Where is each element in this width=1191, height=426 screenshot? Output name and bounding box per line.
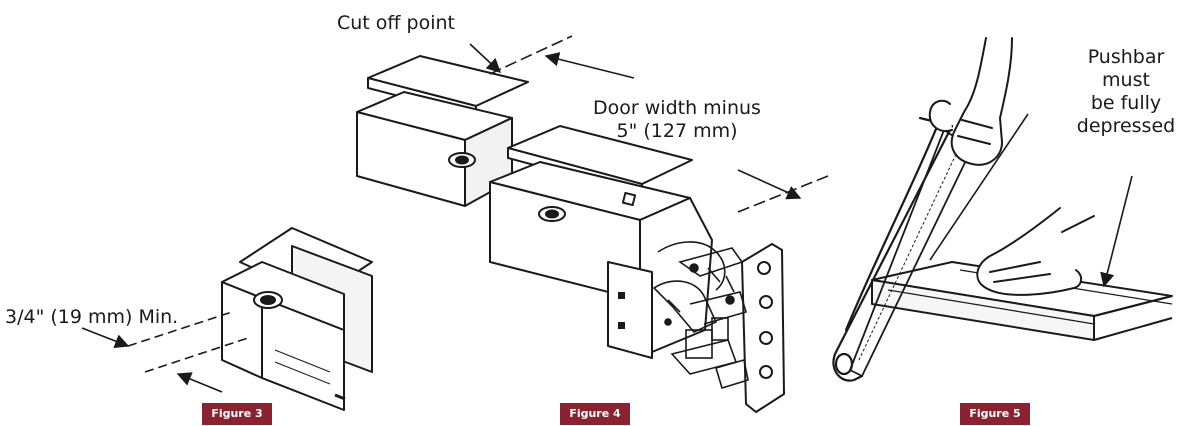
pushbar-note-line1: Pushbar — [1087, 46, 1165, 68]
door-width-label: Door width minus 5" (127 mm) — [586, 97, 768, 143]
figure-4-linkage-detail — [652, 241, 749, 390]
figure-4-mechanism — [489, 125, 785, 413]
pushbar-note-line2: must — [1102, 69, 1150, 91]
pushbar-note-line3: be fully — [1090, 92, 1162, 114]
figure-4-dimension — [469, 35, 829, 213]
figure-5-leaders — [929, 113, 1133, 288]
figure-5-hands — [928, 37, 1095, 296]
pushbar-note-line4: depressed — [1076, 115, 1176, 137]
figure-5-hacksaw — [832, 116, 973, 382]
figure-3-caption: Figure 3 — [202, 403, 272, 425]
pushbar-note: Pushbar must be fully depressed — [1066, 46, 1186, 138]
min-cut-dimension-label: 3/4" (19 mm) Min. — [5, 306, 179, 328]
figure-4-caption: Figure 4 — [560, 403, 630, 425]
cut-off-point-label: Cut off point — [337, 12, 456, 34]
figure-3-channel — [221, 227, 373, 411]
figure-4-cutoff-piece — [356, 55, 529, 207]
figure-3-dimension — [81, 311, 249, 393]
door-width-label-line1: Door width minus — [593, 97, 761, 119]
figure-5-caption: Figure 5 — [960, 403, 1030, 425]
door-width-label-line2: 5" (127 mm) — [616, 120, 738, 142]
